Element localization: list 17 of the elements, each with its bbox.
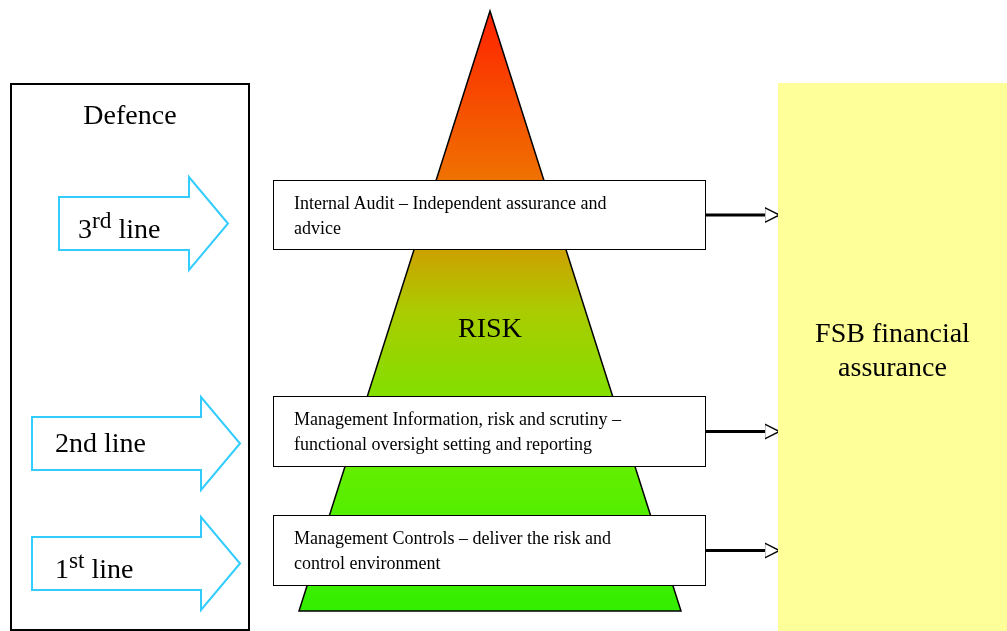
box-text: Management Information, risk and scrutiny – functional oversight setting and reporting — [294, 408, 622, 456]
pyramid-label: RISK — [457, 312, 523, 344]
panel-title: Defence — [82, 99, 178, 131]
defence-panel — [10, 83, 250, 631]
process-box — [273, 515, 706, 586]
pointer-shape — [31, 396, 241, 491]
pointer-shape — [58, 176, 229, 271]
box-text: Internal Audit – Independent assurance and advice — [294, 192, 608, 240]
arrow-label: 3$^{rd}$ line — [78, 206, 161, 245]
arrow-label: 1$^{st}$ line — [55, 546, 134, 585]
process-box — [273, 180, 706, 250]
arrow-label: 2nd line — [55, 426, 146, 459]
box-text: Management Controls – deliver the risk and control environment — [294, 527, 612, 575]
panel-title: FSB financial assurance — [814, 316, 971, 384]
pointer-shape — [31, 516, 241, 611]
process-box — [273, 396, 706, 467]
assurance-panel — [778, 83, 1007, 631]
